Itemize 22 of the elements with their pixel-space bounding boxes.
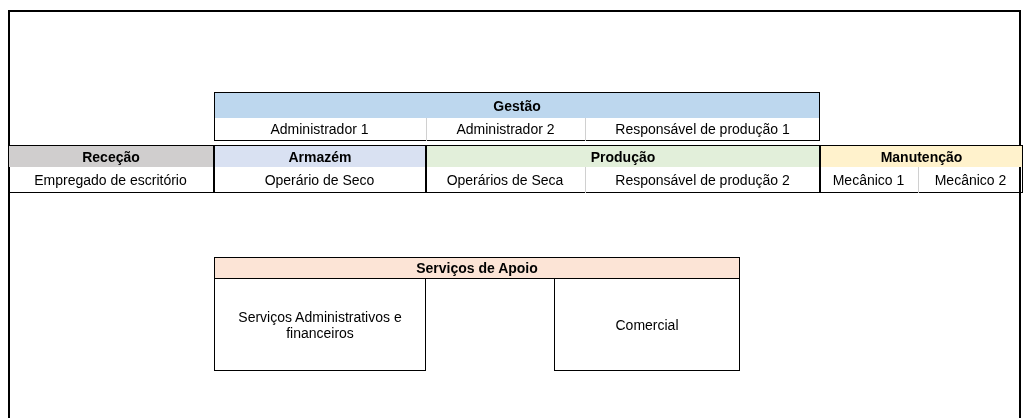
role-entry: Operário de Seco — [213, 166, 426, 193]
department-table — [214, 92, 820, 141]
role-entry: Operários de Seca — [425, 166, 585, 193]
department-table — [820, 145, 1023, 193]
role-entry: Administrador 2 — [425, 117, 585, 141]
department-box: Comercial — [554, 278, 740, 371]
department-heading: Produção — [427, 146, 819, 167]
department-table — [214, 145, 426, 193]
role-entry: Mecânico 1 — [819, 166, 918, 193]
department-heading: Gestão — [215, 93, 819, 118]
department-table — [8, 145, 214, 193]
department-heading: Receção — [9, 146, 213, 167]
department-heading: Serviços de Apoio — [214, 257, 740, 279]
role-entry: Empregado de escritório — [7, 166, 214, 193]
role-entry: Mecânico 2 — [917, 166, 1023, 193]
department-box: Serviços Administrativos e financeiros — [214, 278, 426, 371]
role-entry: Administrador 1 — [213, 117, 426, 141]
role-entry: Responsável de produção 2 — [584, 166, 820, 193]
department-table — [426, 145, 820, 193]
department-heading: Manutenção — [821, 146, 1022, 167]
role-entry: Responsável de produção 1 — [584, 117, 820, 141]
department-heading: Armazém — [215, 146, 425, 167]
